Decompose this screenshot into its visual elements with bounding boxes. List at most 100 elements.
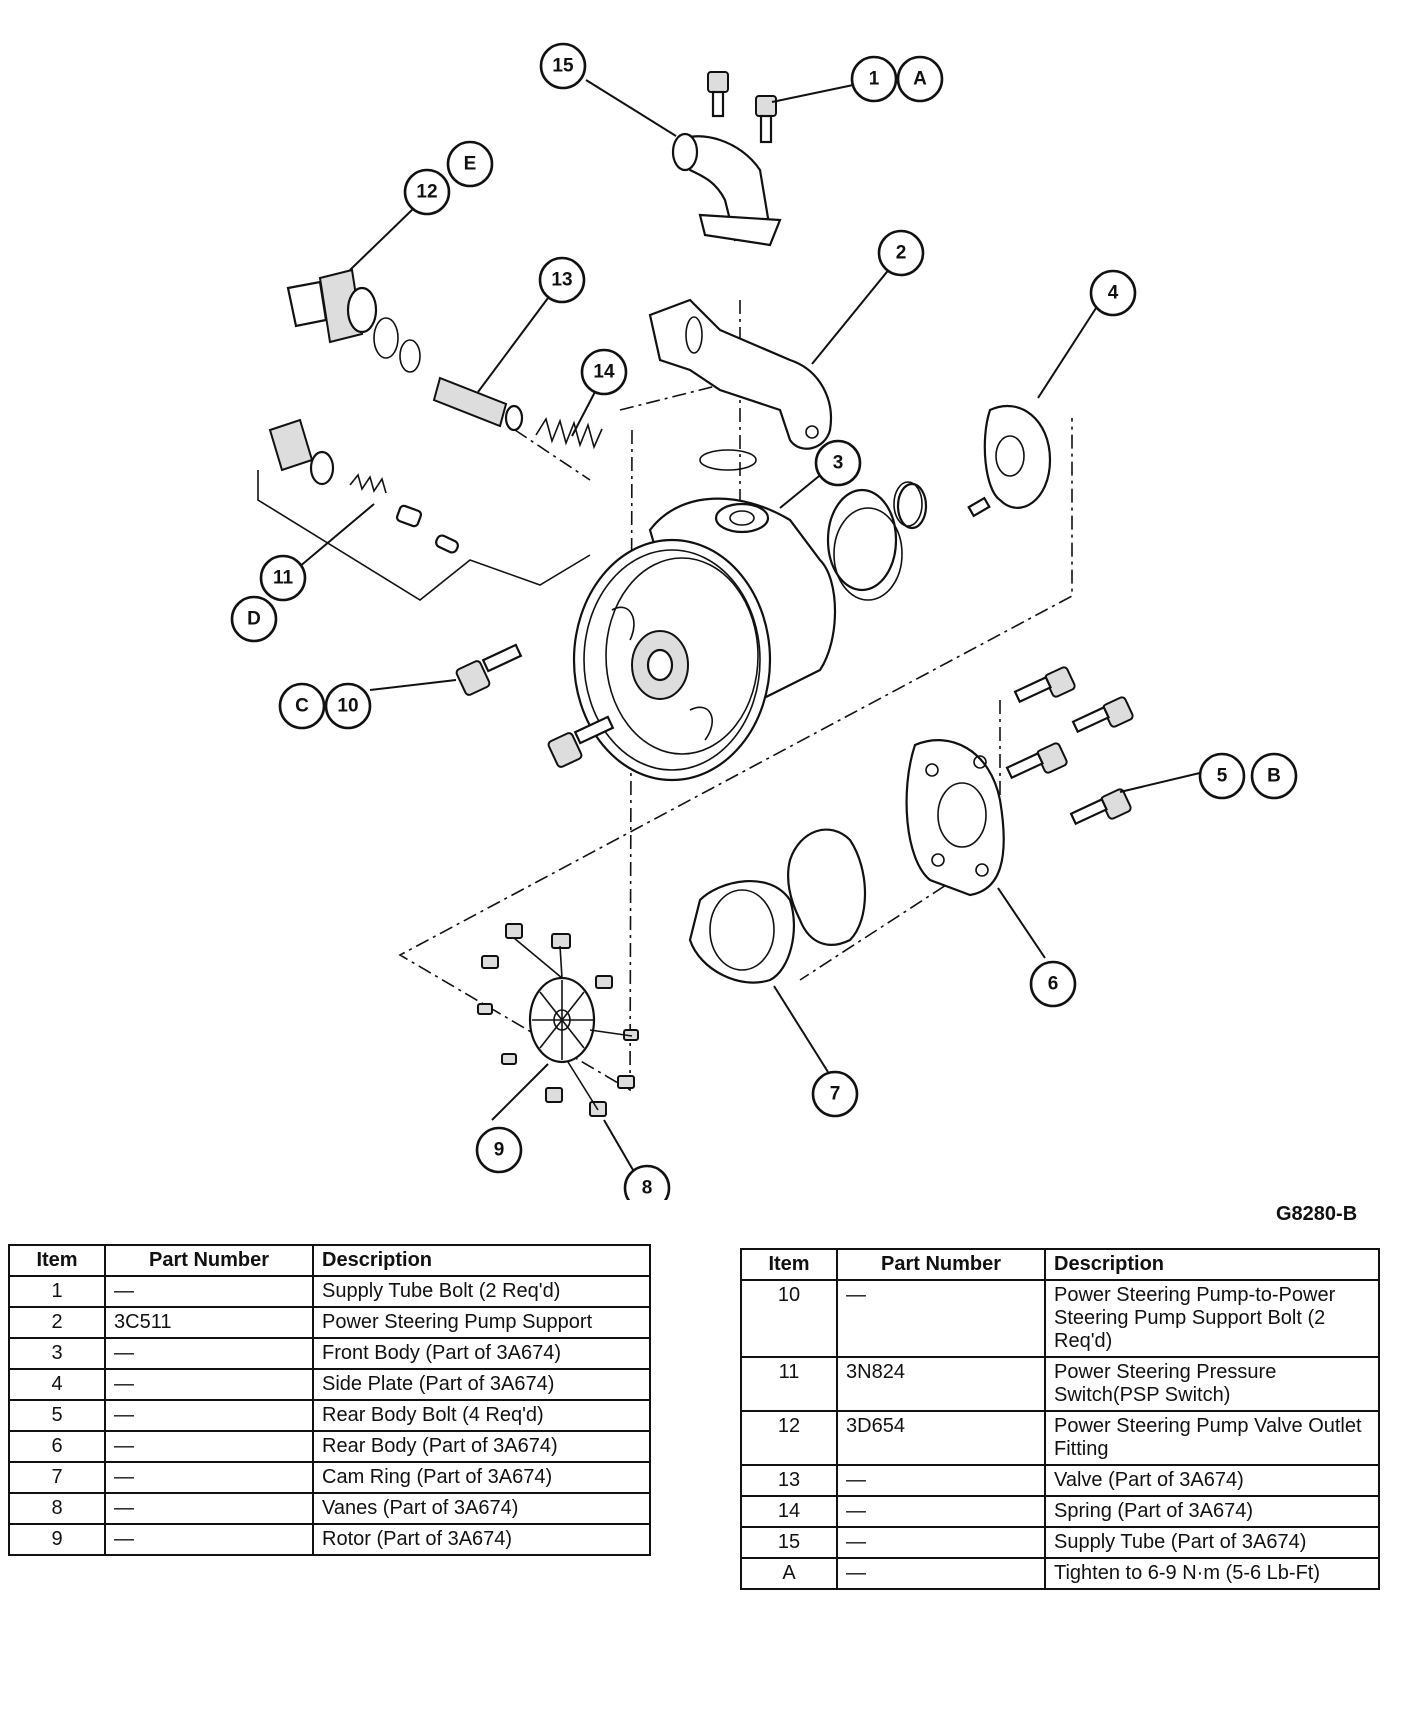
part-number-cell: 3C511 — [104, 1306, 314, 1339]
small-o-ring — [896, 482, 928, 530]
psp-switch-part — [257, 418, 591, 601]
description-cell: Valve (Part of 3A674) — [1044, 1464, 1380, 1497]
item-cell: 7 — [8, 1461, 106, 1494]
part-number-cell: — — [104, 1399, 314, 1432]
description-cell: Rear Body Bolt (4 Req'd) — [312, 1399, 651, 1432]
outlet-fitting-part — [286, 268, 421, 373]
part-number-cell: — — [836, 1526, 1046, 1559]
pump-body-part — [572, 449, 923, 782]
part-number-cell: — — [104, 1523, 314, 1556]
table-row: 9—Rotor (Part of 3A674) — [8, 1523, 651, 1556]
table-row: A—Tighten to 6-9 N·m (5-6 Lb-Ft) — [740, 1557, 1380, 1590]
description-cell: Side Plate (Part of 3A674) — [312, 1368, 651, 1401]
callout-4: 4 — [1089, 269, 1137, 317]
svg-text:C: C — [295, 696, 309, 717]
part-number-cell: — — [104, 1275, 314, 1308]
callout-1: 1 — [850, 55, 898, 103]
description-cell: Power Steering Pump Support — [312, 1306, 651, 1339]
svg-text:4: 4 — [1108, 283, 1119, 304]
assembly-outline — [398, 418, 1073, 1092]
table-row: 13—Valve (Part of 3A674) — [740, 1464, 1380, 1497]
callout-2: 2 — [877, 229, 925, 277]
callout-15: 15 — [539, 42, 587, 90]
item-cell: 9 — [8, 1523, 106, 1556]
callout-A: A — [896, 55, 944, 103]
part-number-cell: — — [104, 1461, 314, 1494]
table-row: 7—Cam Ring (Part of 3A674) — [8, 1461, 651, 1494]
callout-D: D — [230, 595, 278, 643]
svg-text:13: 13 — [551, 270, 572, 291]
svg-text:12: 12 — [416, 182, 437, 203]
table-row: 5—Rear Body Bolt (4 Req'd) — [8, 1399, 651, 1432]
table-row: 4—Side Plate (Part of 3A674) — [8, 1368, 651, 1401]
header-item: Item — [740, 1248, 838, 1281]
callout-11: 11 — [259, 554, 307, 602]
callout-6: 6 — [1029, 960, 1077, 1008]
description-cell: Power Steering Pump-to-Power Steering Pu… — [1044, 1279, 1380, 1358]
vanes-part — [477, 923, 639, 1117]
header-part-number: Part Number — [836, 1248, 1046, 1281]
part-number-cell: — — [104, 1492, 314, 1525]
header-part-number: Part Number — [104, 1244, 314, 1277]
item-cell: A — [740, 1557, 838, 1590]
callout-10: 10 — [324, 682, 372, 730]
rotor-part — [528, 976, 596, 1064]
figure-code: G8280-B — [1276, 1203, 1358, 1225]
item-cell: 3 — [8, 1337, 106, 1370]
svg-text:6: 6 — [1048, 974, 1059, 995]
part-number-cell: — — [104, 1368, 314, 1401]
callout-13: 13 — [538, 256, 586, 304]
table-row: 6—Rear Body (Part of 3A674) — [8, 1430, 651, 1463]
svg-text:1: 1 — [869, 69, 880, 90]
parts-table-right: Item Part Number Description 10—Power St… — [740, 1248, 1380, 1590]
item-cell: 11 — [740, 1356, 838, 1412]
description-cell: Power Steering Pump Valve Outlet Fitting — [1044, 1410, 1380, 1466]
description-cell: Supply Tube (Part of 3A674) — [1044, 1526, 1380, 1559]
spring-part — [535, 417, 603, 450]
callout-B: B — [1250, 752, 1298, 800]
svg-text:2: 2 — [896, 243, 907, 264]
description-cell: Cam Ring (Part of 3A674) — [312, 1461, 651, 1494]
callout-12: 12 — [403, 168, 451, 216]
large-o-ring — [826, 488, 898, 592]
side-plate-part — [967, 404, 1052, 518]
leader-lines — [285, 79, 1205, 1183]
part-number-cell: — — [836, 1495, 1046, 1528]
part-number-cell: 3D654 — [836, 1410, 1046, 1466]
table-header-row: Item Part Number Description — [8, 1244, 651, 1277]
support-bolts — [455, 643, 615, 768]
table-row: 3—Front Body (Part of 3A674) — [8, 1337, 651, 1370]
table-row: 8—Vanes (Part of 3A674) — [8, 1492, 651, 1525]
gasket-part — [786, 828, 866, 946]
header-item: Item — [8, 1244, 106, 1277]
table-header-row: Item Part Number Description — [740, 1248, 1380, 1281]
callout-3: 3 — [814, 439, 862, 487]
cam-ring-part — [688, 879, 795, 984]
description-cell: Supply Tube Bolt (2 Req'd) — [312, 1275, 651, 1308]
item-cell: 14 — [740, 1495, 838, 1528]
item-cell: 13 — [740, 1464, 838, 1497]
callout-5: 5 — [1198, 752, 1246, 800]
supply-tube-bolts — [707, 71, 777, 144]
part-number-cell: — — [104, 1430, 314, 1463]
part-number-cell: — — [836, 1279, 1046, 1358]
part-number-cell: — — [836, 1464, 1046, 1497]
callout-E: E — [446, 140, 494, 188]
pump-support-part — [648, 298, 833, 450]
rear-body-bolts — [1005, 666, 1134, 826]
header-description: Description — [312, 1244, 651, 1277]
item-cell: 2 — [8, 1306, 106, 1339]
table-row: 10—Power Steering Pump-to-Power Steering… — [740, 1279, 1380, 1358]
item-cell: 12 — [740, 1410, 838, 1466]
svg-text:5: 5 — [1217, 766, 1228, 787]
item-cell: 8 — [8, 1492, 106, 1525]
description-cell: Front Body (Part of 3A674) — [312, 1337, 651, 1370]
svg-text:3: 3 — [833, 453, 844, 474]
svg-text:D: D — [247, 609, 261, 630]
svg-text:E: E — [464, 154, 477, 175]
description-cell: Spring (Part of 3A674) — [1044, 1495, 1380, 1528]
svg-text:15: 15 — [552, 56, 574, 77]
